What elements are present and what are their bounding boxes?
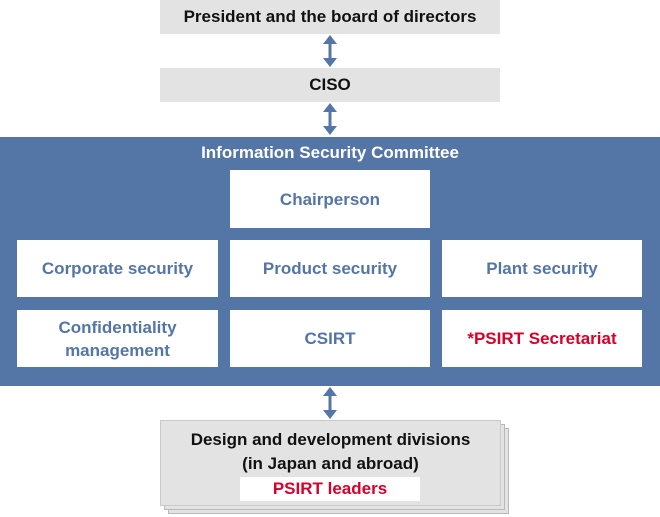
design-development-divisions-box: Design and development divisions (in Jap… — [160, 420, 501, 506]
psirt-secretariat-label: *PSIRT Secretariat — [467, 329, 617, 348]
divisions-title: Design and development divisions — [190, 430, 471, 449]
plant-security-label: Plant security — [486, 259, 598, 278]
psirt-leaders-label: PSIRT leaders — [240, 477, 420, 501]
confidentiality-management-label: Confidentiality management — [58, 317, 177, 360]
psirt-secretariat-box: *PSIRT Secretariat — [442, 310, 642, 367]
csirt-box: CSIRT — [230, 310, 430, 367]
information-security-committee-panel: Information Security Committee Chairpers… — [0, 137, 660, 386]
ciso-label: CISO — [309, 75, 351, 94]
product-security-box: Product security — [230, 240, 430, 297]
product-security-label: Product security — [262, 259, 398, 278]
chairperson-label: Chairperson — [279, 189, 381, 209]
board-of-directors-label: President and the board of directors — [183, 7, 477, 26]
double-arrow-icon — [322, 103, 338, 135]
double-arrow-icon — [322, 35, 338, 67]
board-of-directors-box: President and the board of directors — [160, 0, 500, 34]
divisions-subtitle: (in Japan and abroad) — [242, 454, 419, 473]
corporate-security-label: Corporate security — [41, 259, 194, 278]
csirt-label: CSIRT — [304, 329, 356, 348]
committee-title: Information Security Committee — [201, 143, 459, 162]
confidentiality-management-box: Confidentiality management — [17, 310, 218, 367]
double-arrow-icon — [322, 387, 338, 419]
ciso-box: CISO — [160, 68, 500, 102]
corporate-security-box: Corporate security — [17, 240, 218, 297]
chairperson-box: Chairperson — [230, 170, 430, 228]
plant-security-box: Plant security — [442, 240, 642, 297]
